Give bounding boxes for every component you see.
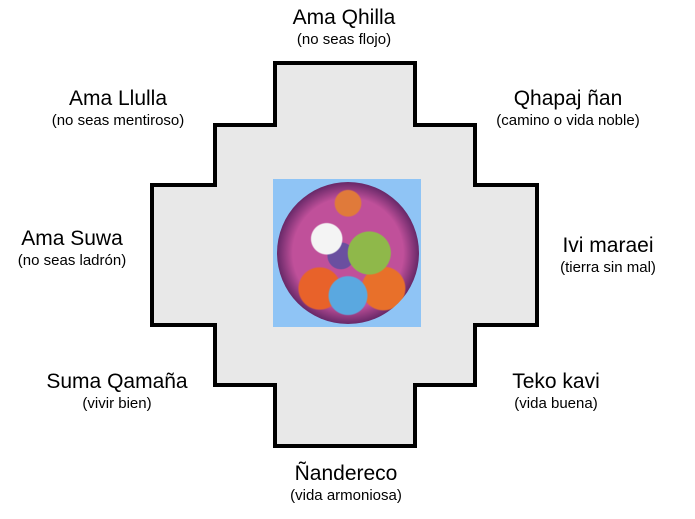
label-top: Ama Qhilla (no seas flojo) [293, 6, 396, 49]
label-subtitle: (vivir bien) [82, 395, 152, 412]
label-subtitle: (camino o vida noble) [496, 112, 640, 129]
label-title: Suma Qamaña [46, 370, 188, 393]
label-title: Ñandereco [294, 462, 398, 485]
label-title: Qhapaj ñan [513, 87, 623, 110]
label-subtitle: (no seas mentiroso) [51, 112, 185, 129]
label-subtitle: (tierra sin mal) [560, 259, 656, 276]
label-subtitle: (vida buena) [514, 395, 598, 412]
label-subtitle: (vida armoniosa) [290, 487, 402, 504]
label-title: Ama Qhilla [292, 6, 396, 29]
label-title: Teko kavi [512, 370, 600, 393]
label-title: Ama Llulla [68, 87, 168, 110]
label-right: Ivi maraei (tierra sin mal) [560, 234, 656, 277]
earth-painting-icon [277, 182, 419, 324]
label-subtitle: (no seas flojo) [296, 31, 392, 48]
label-subtitle: (no seas ladrón) [17, 252, 127, 269]
label-title: Ama Suwa [21, 227, 123, 250]
label-bottom-right: Teko kavi (vida buena) [512, 370, 600, 413]
label-title: Ivi maraei [562, 234, 654, 257]
label-top-right: Qhapaj ñan (camino o vida noble) [496, 87, 639, 130]
label-left: Ama Suwa (no seas ladrón) [18, 227, 126, 270]
label-bottom-left: Suma Qamaña (vivir bien) [46, 370, 187, 413]
label-top-left: Ama Llulla (no seas mentiroso) [52, 87, 185, 130]
label-bottom: Ñandereco (vida armoniosa) [290, 462, 402, 505]
pachamama-image [273, 179, 421, 327]
